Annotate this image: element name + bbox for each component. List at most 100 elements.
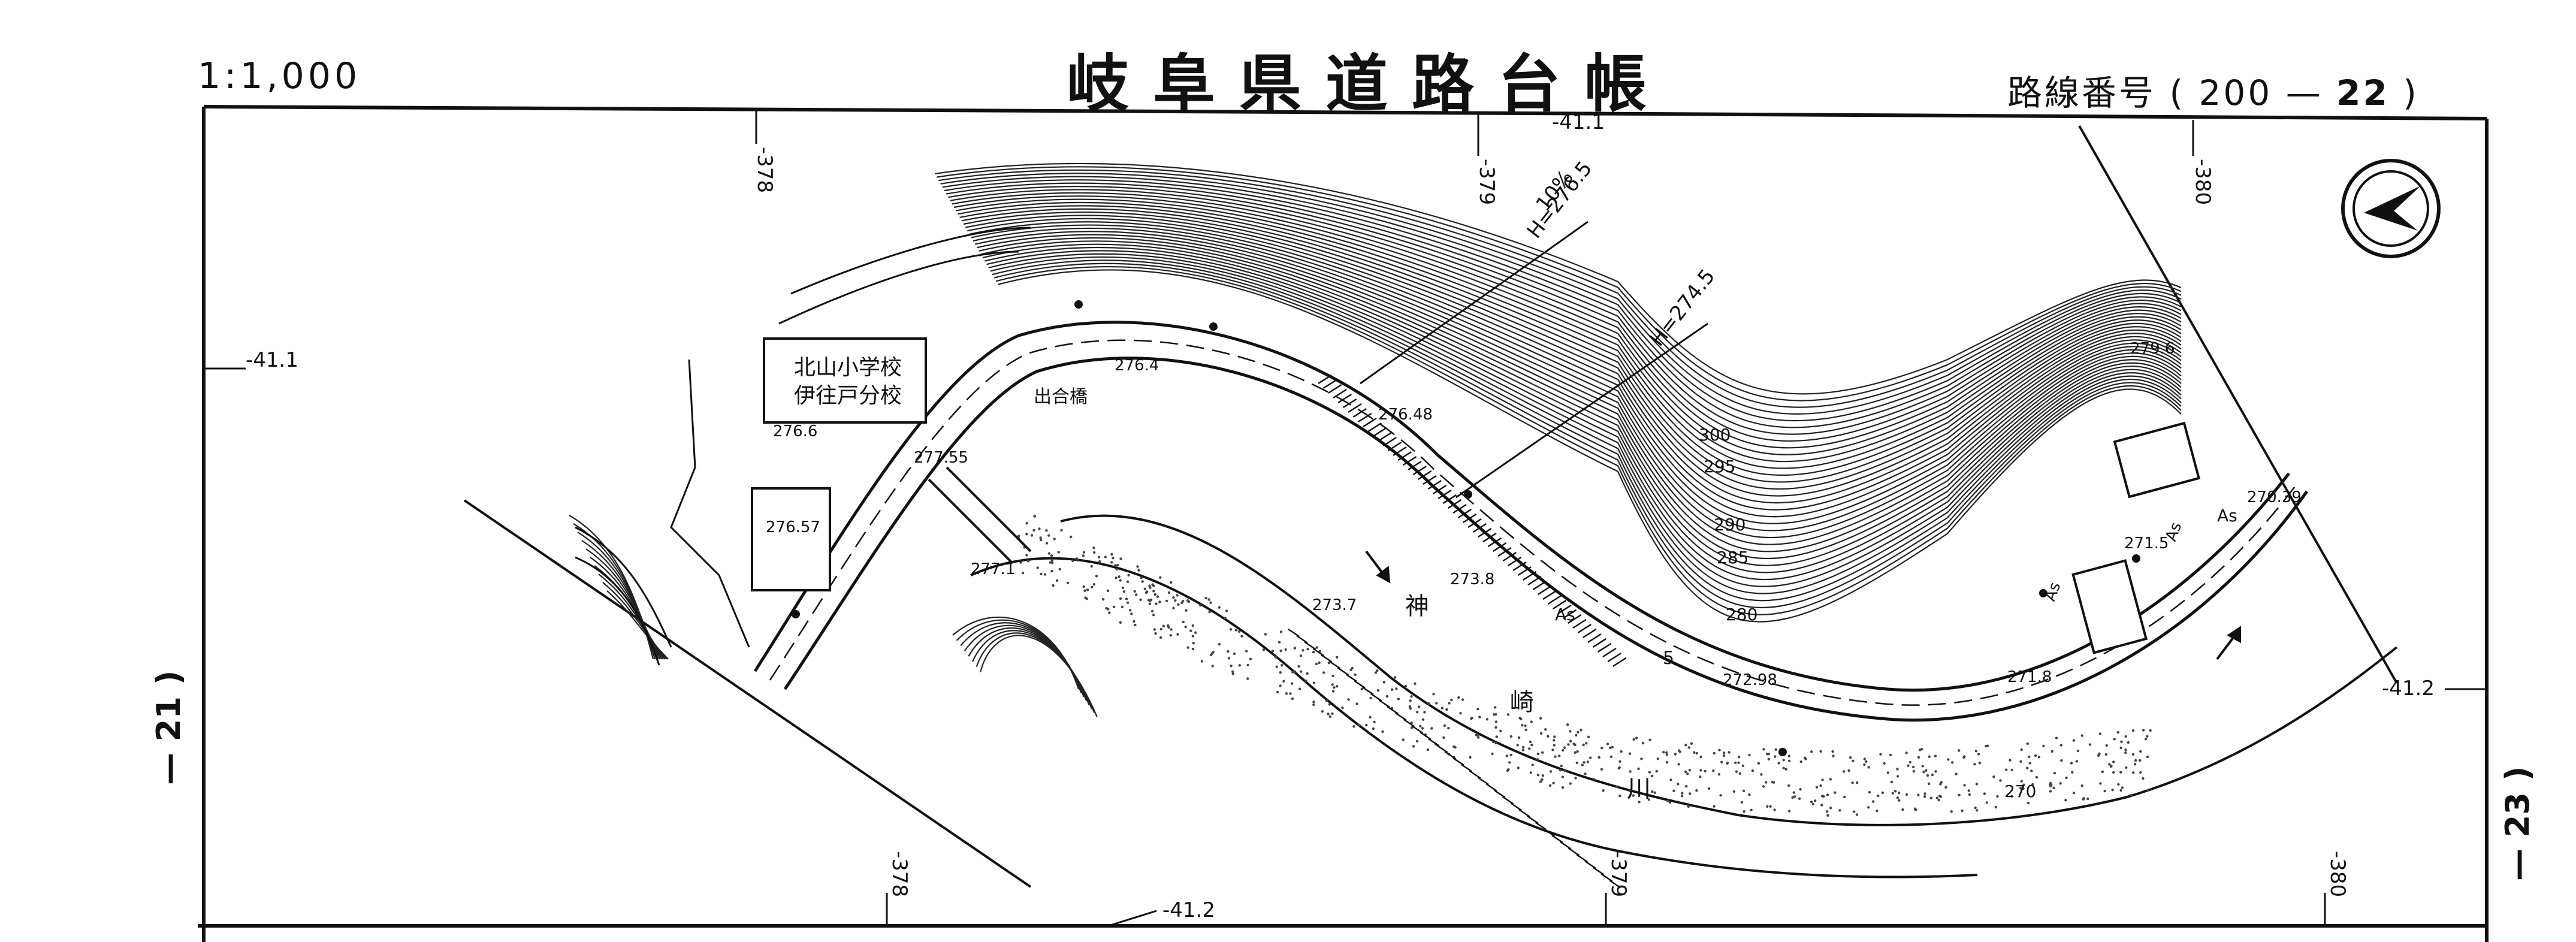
slope-hatch (1502, 796, 1514, 805)
stipple-dot (1509, 735, 1513, 738)
stipple-dot (1127, 573, 1130, 577)
stipple-dot (1958, 749, 1961, 752)
stipple-dot (1066, 581, 1070, 584)
stipple-dot (1212, 651, 1215, 654)
contour-line (934, 162, 2182, 395)
slope-hatch (1482, 532, 1497, 543)
stipple-dot (2005, 768, 2008, 771)
slope-hatch (1582, 628, 1597, 639)
contour-line (942, 176, 2182, 422)
stipple-dot (1105, 607, 1108, 610)
stipple-dot (1648, 738, 1651, 741)
stipple-dot (1852, 810, 1856, 813)
contour-line (974, 231, 2182, 539)
stipple-dot (1116, 564, 1119, 567)
stipple-dot (1826, 810, 1829, 813)
slope-hatch (1367, 422, 1382, 433)
slope-hatch (1378, 431, 1392, 442)
stipple-dot (2134, 759, 2137, 762)
stipple-dot (1516, 744, 1519, 747)
stipple-dot (1385, 695, 1389, 698)
contour-line (946, 182, 2182, 435)
stipple-dot (2030, 769, 2033, 772)
stipple-dot (1093, 551, 1096, 554)
stipple-dot (2050, 750, 2053, 753)
stipple-dot (1772, 781, 1775, 784)
stipple-dot (1810, 800, 1813, 804)
stipple-dot (1947, 758, 1950, 761)
stipple-dot (1553, 735, 1556, 738)
slope-hatch (1345, 674, 1357, 683)
stipple-dot (2139, 759, 2142, 762)
stipple-dot (1231, 670, 1234, 674)
contour-line (958, 201, 2182, 476)
stipple-dot (1177, 603, 1180, 606)
stipple-dot (1152, 613, 1155, 617)
stipple-dot (1491, 740, 1495, 744)
stipple-dot (1122, 590, 1126, 593)
stipple-dot (1192, 642, 1195, 645)
stipple-dot (1162, 624, 1165, 628)
stipple-dot (1211, 665, 1214, 668)
stipple-dot (1476, 708, 1479, 711)
stipple-dot (1653, 791, 1656, 795)
north-arrow-icon (2341, 159, 2441, 258)
elevation-2764: 276.4 (1115, 357, 1159, 375)
stipple-dot (1843, 795, 1846, 799)
stipple-dot (2031, 783, 2034, 786)
stipple-dot (1737, 761, 1740, 765)
stipple-dot (1112, 557, 1115, 560)
slope-hatch (1382, 436, 1397, 447)
stipple-dot (2112, 760, 2115, 763)
stipple-dot (1505, 754, 1508, 757)
stipple-dot (1921, 765, 1924, 768)
stipple-dot (2028, 762, 2031, 765)
stipple-dot (1306, 648, 1309, 651)
slope-hatch (1393, 446, 1407, 457)
stipple-dot (1410, 695, 1413, 698)
stipple-dot (1040, 572, 1043, 576)
stipple-dot (1876, 809, 1879, 813)
stipple-dot (1580, 729, 1583, 732)
stipple-dot (1563, 769, 1566, 772)
slope-hatch (1428, 738, 1440, 747)
slope-hatch (1452, 503, 1467, 514)
stipple-dot (1819, 750, 1822, 753)
slope-hatch (1535, 822, 1547, 831)
stipple-dot (1139, 598, 1142, 601)
slope-hatch (1447, 499, 1462, 509)
stipple-dot (1963, 784, 1966, 787)
section-lines (1360, 221, 1708, 499)
stipple-dot (1152, 584, 1155, 587)
stipple-dot (1189, 629, 1192, 632)
stipple-dot (1129, 609, 1132, 612)
stipple-dot (1119, 621, 1122, 624)
stipple-dot (1017, 535, 1020, 538)
stipple-dot (2009, 759, 2012, 762)
stipple-dot (2019, 787, 2022, 790)
stipple-dot (1057, 551, 1061, 554)
slope-hatch (1584, 860, 1596, 869)
stipple-dot (2124, 748, 2127, 751)
contour-line (984, 246, 2182, 573)
stipple-dot (1574, 751, 1577, 754)
stipple-dot (1452, 745, 1455, 748)
stipple-dot (1104, 555, 1107, 558)
stipple-dot (1907, 764, 1910, 767)
elevation-2796: 279.6 (2130, 340, 2175, 358)
contour-line (982, 243, 2182, 566)
stipple-dot (1575, 761, 1578, 765)
contour-line (937, 166, 2182, 401)
slope-hatch (1547, 594, 1562, 605)
stipple-dot (1928, 755, 1931, 758)
slope-hatch (1318, 374, 1332, 385)
stipple-dot (1558, 754, 1561, 757)
river-name-char1: 神 (1405, 593, 1429, 620)
stipple-dot (1509, 753, 1512, 757)
stipple-dot (2028, 755, 2031, 759)
slope-hatch (1327, 384, 1342, 394)
stipple-dot (1091, 585, 1094, 588)
stipple-dot (1382, 681, 1385, 684)
contour-line (980, 240, 2182, 560)
stipple-dot (1677, 763, 1680, 766)
